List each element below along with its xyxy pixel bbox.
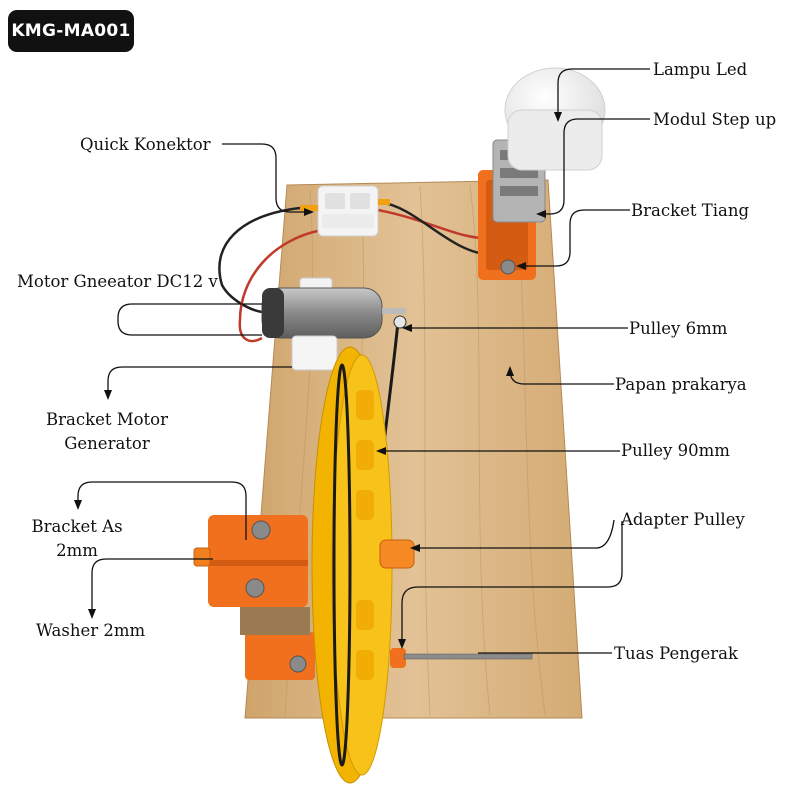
black-wire xyxy=(218,206,301,314)
label-washer: Washer 2mm xyxy=(36,621,146,640)
label-tuas-pengerak: Tuas Pengerak xyxy=(614,644,738,663)
label-quick-konektor: Quick Konektor xyxy=(80,135,211,154)
lever-rod xyxy=(390,648,533,668)
pulley-90mm xyxy=(311,346,393,784)
bracket-as xyxy=(208,515,315,680)
product-code-badge: KMG-MA001 xyxy=(8,10,134,52)
pointer-lines xyxy=(77,68,650,654)
label-pulley-6mm: Pulley 6mm xyxy=(629,319,728,338)
label-papan-prakarya: Papan prakarya xyxy=(615,375,747,394)
motor-generator xyxy=(261,277,406,339)
label-bracket-motor-line2: Generator xyxy=(64,434,150,453)
label-bracket-as-line2: 2mm xyxy=(56,541,98,560)
label-motor-generator: Motor Gneeator DC12 v xyxy=(17,272,218,291)
pulley-6mm-shape xyxy=(393,315,407,329)
quick-connector xyxy=(300,185,390,237)
label-adapter-pulley: Adapter Pulley xyxy=(621,510,745,529)
label-bracket-as-line1: Bracket As xyxy=(31,517,123,536)
label-bracket-tiang: Bracket Tiang xyxy=(631,201,750,220)
led-lamp xyxy=(504,67,606,171)
label-modul-step-up: Modul Step up xyxy=(653,110,777,129)
label-pulley-90mm: Pulley 90mm xyxy=(621,441,730,460)
label-bracket-motor-line1: Bracket Motor xyxy=(45,410,168,429)
red-wire xyxy=(238,228,323,343)
washer xyxy=(193,547,211,567)
adapter-pulley xyxy=(379,539,415,569)
label-lampu-led: Lampu Led xyxy=(653,60,748,79)
bracket-motor xyxy=(291,335,338,371)
pointer-arrowheads xyxy=(74,112,562,649)
